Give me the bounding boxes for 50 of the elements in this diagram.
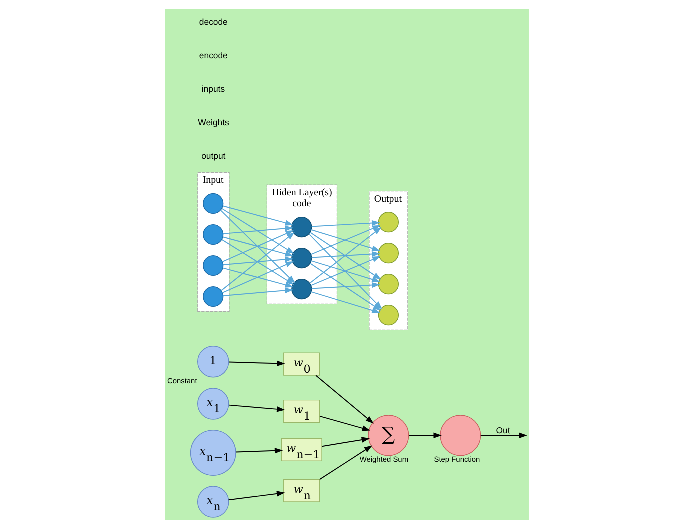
arrow [222, 230, 294, 262]
arrow [320, 415, 371, 431]
arrow [311, 260, 380, 282]
label: inputs [202, 83, 226, 94]
arrow [311, 229, 380, 251]
arrow [311, 220, 380, 227]
arrow [228, 404, 286, 412]
node-circle [292, 216, 312, 238]
node-circle [292, 278, 312, 300]
arrow [222, 205, 294, 226]
node-circle [292, 248, 312, 268]
label: encode [199, 50, 228, 60]
arrow [319, 445, 373, 480]
node-circle [203, 224, 224, 245]
arrow [222, 261, 294, 293]
arrow [311, 282, 380, 289]
label: Weights [198, 116, 230, 127]
arrow [222, 287, 294, 296]
arrow [228, 490, 286, 500]
node-circle [203, 254, 224, 276]
arrow [310, 224, 381, 255]
node-circle [203, 192, 224, 214]
arrow [222, 267, 294, 288]
arrow [222, 256, 294, 265]
arrow [228, 360, 286, 366]
node-circle: 1 [198, 345, 230, 378]
node-circle: ∑ [368, 414, 410, 456]
arrow [222, 238, 294, 285]
node-circle [378, 304, 399, 326]
arrow [222, 208, 294, 254]
cluster: Input [198, 172, 230, 312]
arrow [222, 236, 294, 256]
label: decode [199, 16, 228, 26]
arrow [222, 225, 294, 234]
cluster: Output [369, 190, 408, 330]
arrow [236, 448, 284, 454]
edge-label: Out [496, 424, 510, 435]
node-circle [378, 274, 399, 294]
arrow [322, 436, 370, 447]
arrow [408, 432, 442, 438]
arrow [316, 374, 374, 424]
node-circle [378, 242, 399, 264]
label: output [202, 150, 226, 160]
arrow [480, 432, 528, 438]
node-circle [203, 286, 224, 307]
arrow [310, 256, 381, 286]
arrow [311, 250, 380, 258]
node-circle [440, 414, 482, 456]
cluster: Hiden Layer(s) code [266, 184, 338, 304]
node-circle [378, 212, 399, 232]
